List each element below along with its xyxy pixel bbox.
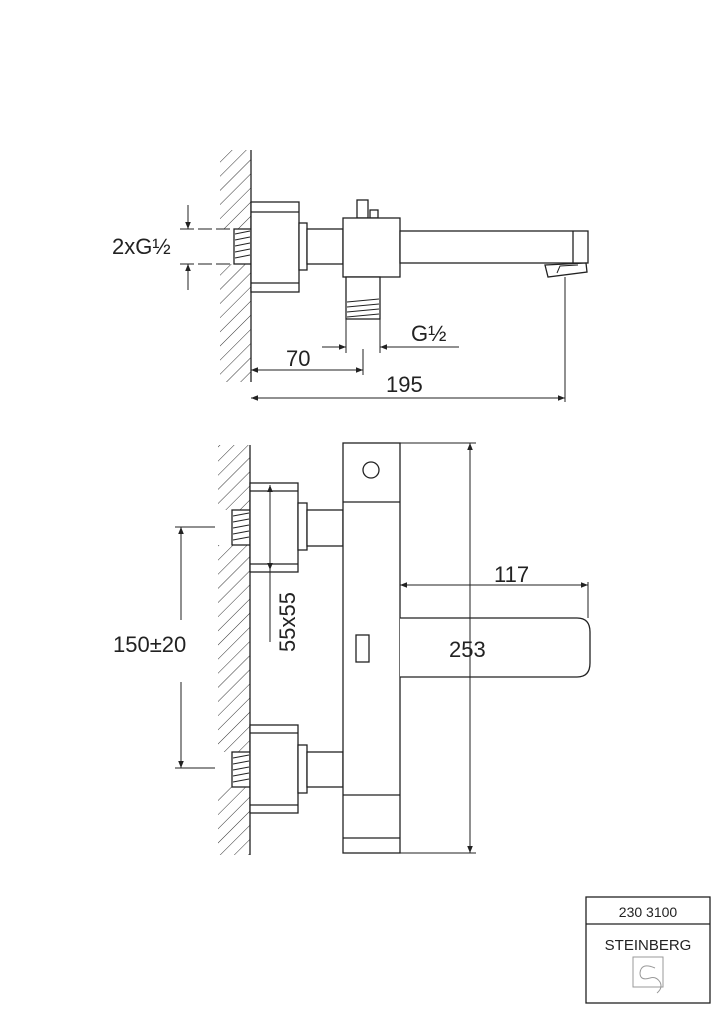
upper-inlet <box>231 482 344 573</box>
brand-logo-icon <box>632 956 664 994</box>
wall-flange <box>250 201 344 293</box>
lower-inlet <box>231 724 344 814</box>
top-view: 2xG½ G½ 70 195 <box>112 150 589 402</box>
dim-253-label: 253 <box>449 637 486 662</box>
article-number: 230 3100 <box>619 904 678 920</box>
dimension-150: 150±20 <box>113 526 215 769</box>
dim-195-label: 195 <box>386 372 423 397</box>
dim-150-label: 150±20 <box>113 632 186 657</box>
dimension-outlet-thread: G½ <box>322 319 459 353</box>
shower-outlet <box>345 276 381 320</box>
mixer-body <box>342 199 401 278</box>
dim-70-label: 70 <box>286 346 310 371</box>
dimension-195: 195 <box>251 277 566 402</box>
dimension-117: 117 <box>400 562 589 618</box>
dim-55x55-label: 55x55 <box>275 592 300 652</box>
dimension-inlet: 2xG½ <box>112 205 234 290</box>
front-view: 55x55 150±20 117 253 <box>113 442 591 855</box>
thermostat-body <box>342 442 401 854</box>
inlet-thread-label: 2xG½ <box>112 234 171 259</box>
inlet-thread <box>233 228 252 265</box>
dimension-55x55: 55x55 <box>267 485 300 652</box>
spout <box>400 617 591 678</box>
knob-icon <box>362 461 380 479</box>
brand-name: STEINBERG <box>605 937 692 954</box>
dimension-70: 70 <box>251 346 364 375</box>
outlet-thread-label: G½ <box>411 321 446 346</box>
wall-hatch <box>220 150 252 382</box>
dim-117-label: 117 <box>494 562 529 587</box>
dimension-253: 253 <box>400 442 486 854</box>
spout <box>399 230 589 278</box>
wall-hatch <box>218 445 251 855</box>
title-block: 230 3100 STEINBERG <box>585 896 711 1004</box>
